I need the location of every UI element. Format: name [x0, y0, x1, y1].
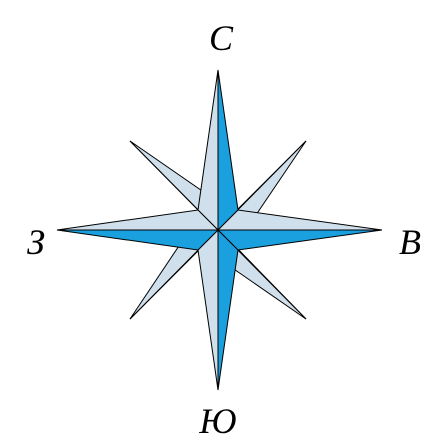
point-west-half-b: [56, 229, 220, 251]
point-north-half-b: [197, 69, 219, 232]
label-west: З: [27, 222, 45, 262]
point-north-half-a: [217, 69, 239, 232]
point-east-half-a: [216, 229, 383, 251]
label-south: Ю: [198, 401, 236, 441]
point-east-half-b: [216, 209, 383, 231]
point-south-half-b: [217, 228, 239, 391]
label-north: С: [209, 18, 234, 58]
label-east: В: [399, 222, 421, 262]
compass-points: [56, 69, 383, 391]
point-south-half-a: [197, 228, 219, 391]
point-west-half-a: [56, 209, 220, 231]
